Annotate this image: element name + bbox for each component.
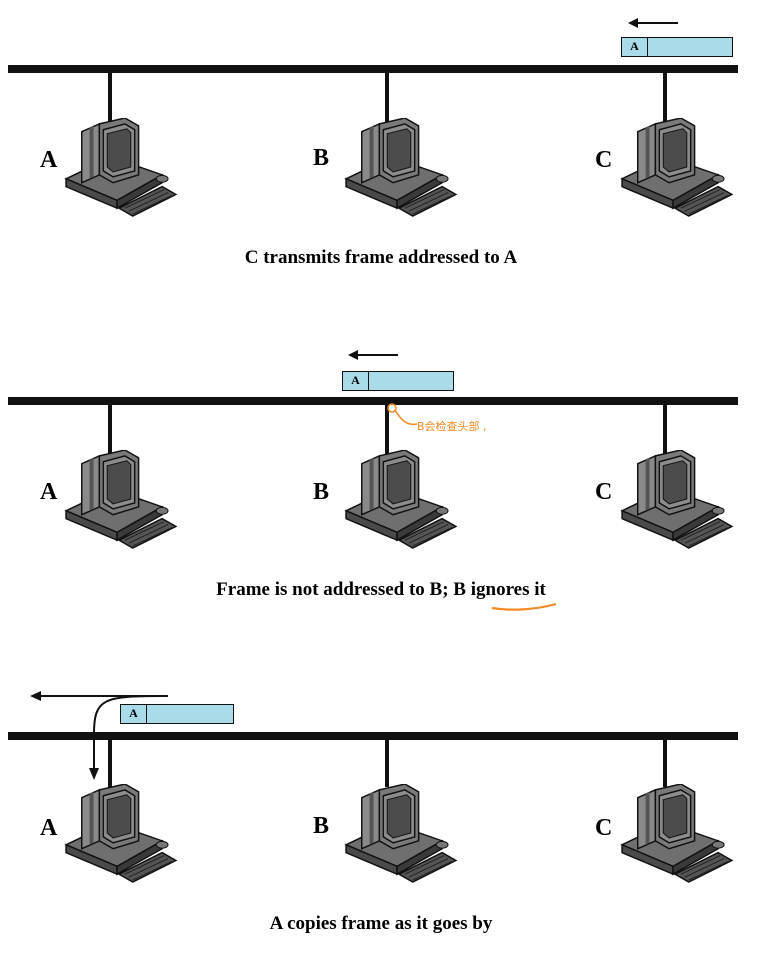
node-label-c: C <box>595 147 613 173</box>
drop-line-a <box>108 70 112 125</box>
node-label-c: C <box>595 815 613 841</box>
computer-icon <box>345 784 457 883</box>
drop-line-c <box>663 70 667 125</box>
caption-text-end: it <box>529 579 546 600</box>
computer-icon <box>621 784 733 883</box>
computer-icon <box>621 450 733 549</box>
caption-highlight: ignores <box>470 579 530 600</box>
computer-icon <box>345 118 457 217</box>
node-label-b: B <box>313 479 330 505</box>
panel-1: A A B C C transmits frame addressed to A <box>0 0 762 300</box>
drop-line-c <box>663 737 667 787</box>
bus-line <box>8 732 738 740</box>
frame-address: A <box>622 38 648 56</box>
drop-line-a <box>108 737 112 787</box>
drop-line-a <box>108 402 112 457</box>
left-arrow-icon <box>628 18 678 28</box>
drop-line-b <box>385 737 389 787</box>
node-label-a: A <box>40 147 58 173</box>
frame: A <box>342 371 454 391</box>
down-arrow-icon <box>89 695 165 780</box>
node-label-a: A <box>40 479 58 505</box>
underline-annotation <box>491 602 557 611</box>
caption: A copies frame as it goes by <box>269 913 493 934</box>
left-arrow-icon <box>348 350 398 360</box>
frame-address: A <box>121 705 147 723</box>
caption-text: Frame is not addressed to B; B <box>216 579 471 600</box>
frame-address: A <box>343 372 369 390</box>
node-label-b: B <box>313 813 330 839</box>
computer-icon <box>65 450 177 549</box>
handwritten-note: B会检查头部 , <box>417 420 487 433</box>
node-label-b: B <box>313 145 330 171</box>
bus-line <box>8 65 738 73</box>
computer-icon <box>621 118 733 217</box>
node-label-c: C <box>595 479 613 505</box>
computer-icon <box>345 450 457 549</box>
computer-icon <box>65 784 177 883</box>
caption: C transmits frame addressed to A <box>244 247 518 268</box>
drop-line-b <box>385 70 389 125</box>
annotation-mark <box>387 403 418 426</box>
frame: A <box>120 704 234 724</box>
computer-icon <box>65 118 177 217</box>
bus-line <box>8 397 738 405</box>
panel-3: A A B C A copies frame as it goes by <box>0 680 762 954</box>
panel-2: A B会检查头部 , A B C Frame is not addressed … <box>0 330 762 630</box>
frame: A <box>621 37 733 57</box>
drop-line-c <box>663 402 667 457</box>
caption: Frame is not addressed to B; B ignores i… <box>0 579 762 601</box>
node-label-a: A <box>40 815 58 841</box>
drop-line-b <box>385 402 389 457</box>
